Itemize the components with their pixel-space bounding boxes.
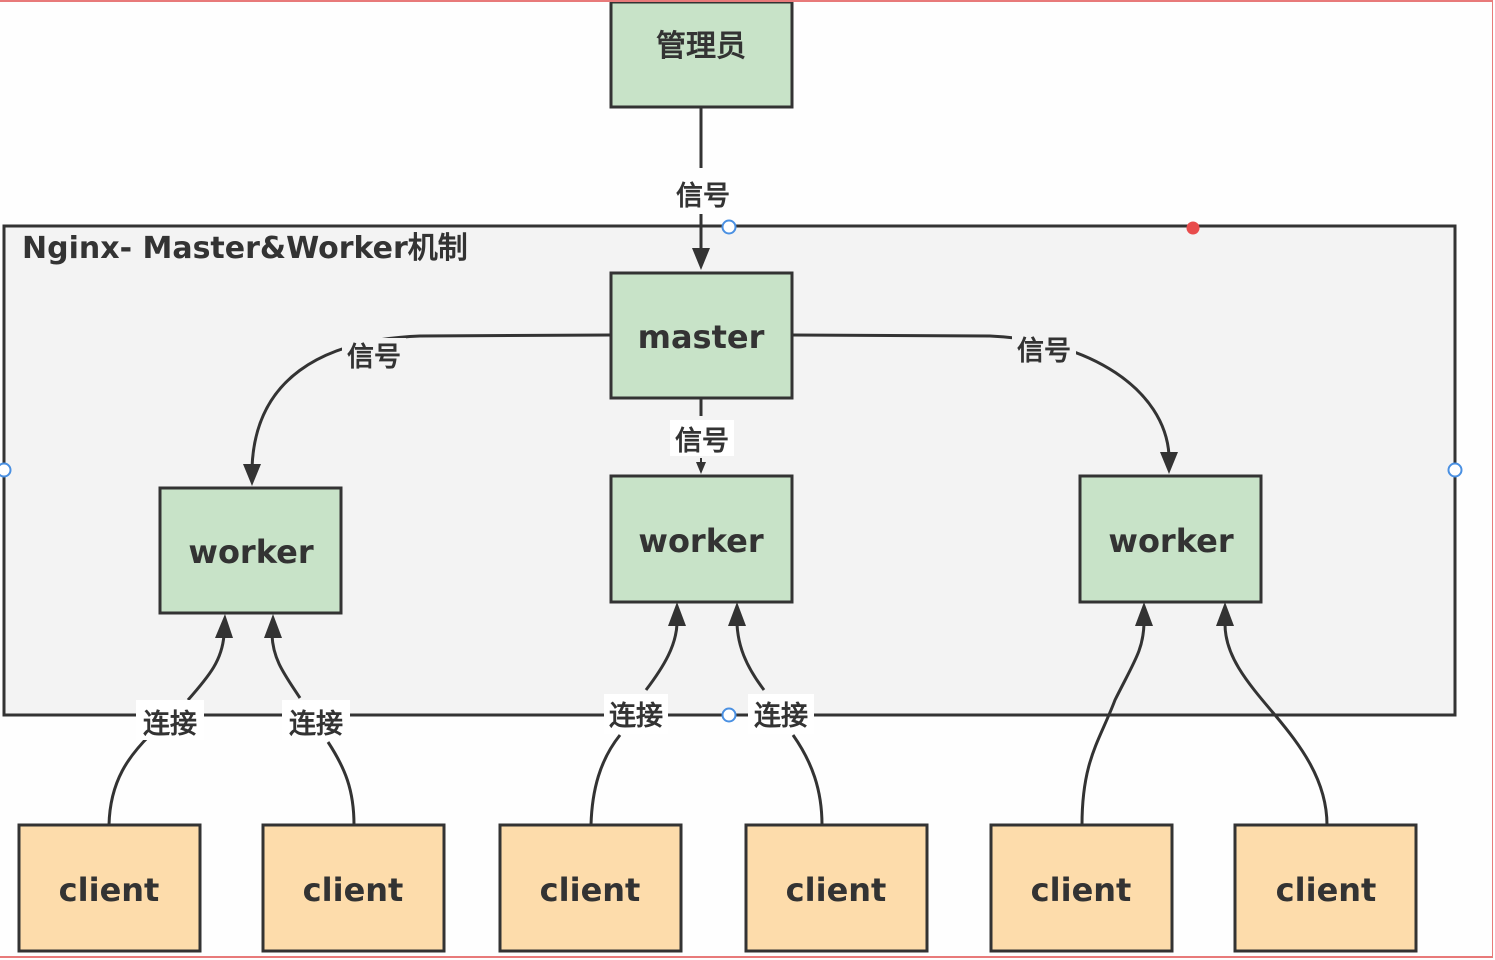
edge-label: 信号 (675, 426, 729, 457)
arrowhead-icon (243, 464, 261, 486)
client-node-5[interactable]: client (989, 823, 1174, 953)
edge-label: 连接 (143, 708, 197, 740)
arrowhead-icon (692, 248, 710, 270)
arrowhead-icon (215, 614, 233, 638)
arrowhead-icon (264, 614, 282, 638)
client-box[interactable] (989, 823, 1174, 953)
edge-label: 信号 (1017, 336, 1071, 367)
client-box[interactable] (1233, 823, 1418, 953)
admin-box[interactable] (609, 0, 794, 109)
label-bg (1012, 332, 1076, 366)
selection-handle-bottom[interactable] (721, 707, 737, 723)
edge-connection-2[interactable]: 连接 (264, 614, 356, 826)
client-label: client (1276, 871, 1377, 909)
client-box[interactable] (744, 823, 929, 953)
label-bg (282, 700, 350, 740)
edge-label: 信号 (347, 342, 401, 373)
arrowhead-icon (668, 602, 686, 626)
edge-master-to-worker-right[interactable]: 信号 (791, 332, 1178, 474)
worker-label: worker (638, 522, 763, 560)
label-bg (748, 694, 814, 734)
label-bg (342, 338, 406, 372)
edge-master-to-worker-center[interactable]: 信号 (670, 398, 734, 474)
client-node-4[interactable]: client (744, 823, 929, 953)
selection-handle-top[interactable] (721, 219, 737, 235)
container-title: Nginx- Master&Worker机制 (22, 231, 468, 266)
client-node-6[interactable]: client (1233, 823, 1418, 953)
client-label: client (786, 871, 887, 909)
label-bg (670, 420, 734, 456)
label-bg (604, 694, 668, 734)
worker-node-right[interactable]: worker (1078, 474, 1263, 604)
edge-connection-6[interactable] (1216, 602, 1329, 826)
edge-connection-3[interactable]: 连接 (589, 602, 686, 826)
client-box[interactable] (261, 823, 446, 953)
client-node-2[interactable]: client (261, 823, 446, 953)
arrowhead-icon (1216, 602, 1234, 626)
edge-admin-to-master[interactable]: 信号 (676, 107, 730, 270)
master-label: master (638, 318, 765, 356)
arrowhead-icon (1160, 452, 1178, 474)
selection-handle-right[interactable] (1447, 462, 1463, 478)
admin-node[interactable]: 管理员 (609, 0, 794, 109)
edge-label: 信号 (676, 181, 730, 212)
edge-label: 连接 (289, 708, 343, 740)
rotation-handle[interactable] (1186, 221, 1200, 235)
worker-box[interactable] (1078, 474, 1263, 604)
edge-connection-4[interactable]: 连接 (728, 602, 824, 826)
edge-label: 连接 (754, 700, 808, 732)
worker-box[interactable] (158, 486, 343, 615)
edge-connection-5[interactable] (1080, 602, 1153, 826)
client-node-3[interactable]: client (498, 823, 683, 953)
edge-label: 连接 (609, 700, 663, 732)
client-label: client (540, 871, 641, 909)
master-node[interactable]: master (609, 271, 794, 400)
worker-label: worker (188, 533, 313, 571)
edge-master-to-worker-left[interactable]: 信号 (243, 333, 612, 486)
worker-box[interactable] (609, 474, 794, 604)
arrowhead-icon (1135, 602, 1153, 626)
edge-connection-1[interactable]: 连接 (107, 614, 233, 826)
arrowhead-icon (728, 602, 746, 626)
label-bg (136, 700, 204, 740)
client-label: client (1031, 871, 1132, 909)
client-label: client (59, 871, 160, 909)
client-box[interactable] (17, 823, 202, 953)
arrowhead-icon (696, 462, 706, 474)
selection-handle-left[interactable] (0, 462, 12, 478)
client-node-1[interactable]: client (17, 823, 202, 953)
worker-node-left[interactable]: worker (158, 486, 343, 615)
worker-node-center[interactable]: worker (609, 474, 794, 604)
client-label: client (303, 871, 404, 909)
client-box[interactable] (498, 823, 683, 953)
worker-label: worker (1108, 522, 1233, 560)
admin-label: 管理员 (656, 29, 746, 64)
